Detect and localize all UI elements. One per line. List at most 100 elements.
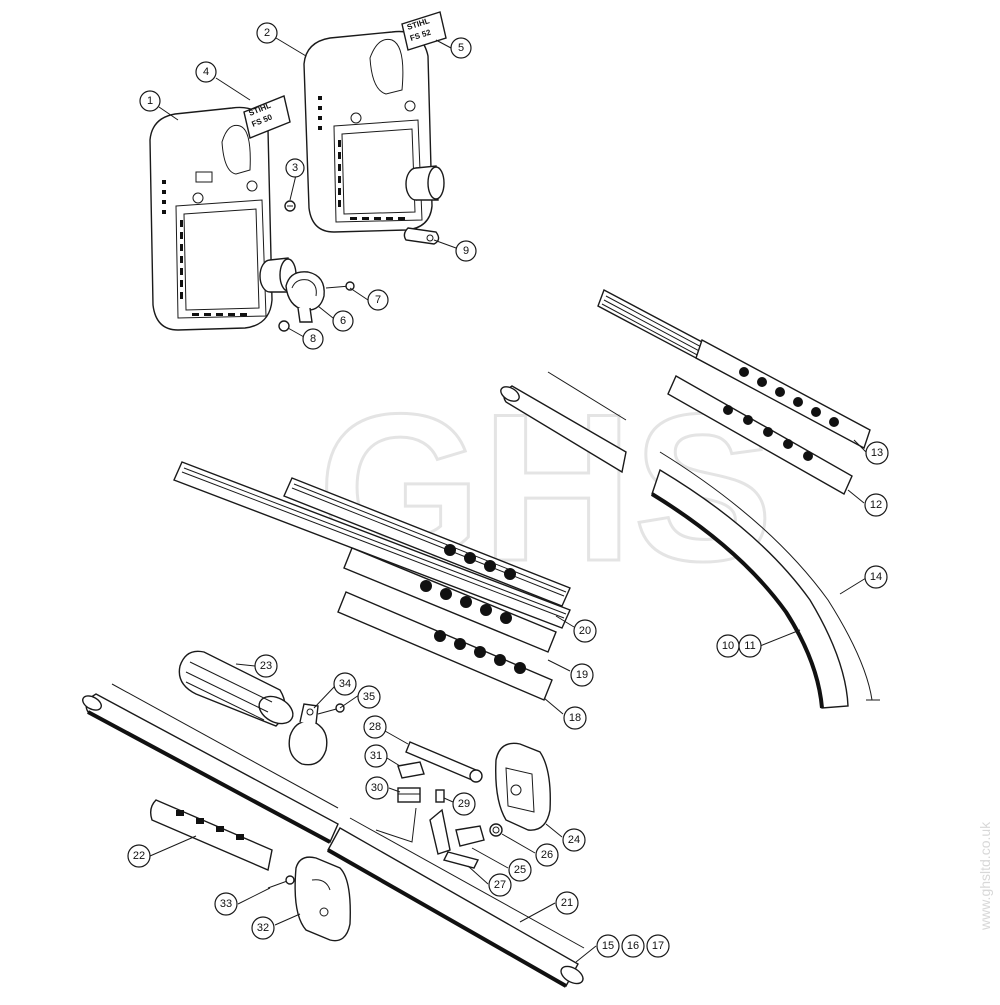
callout-10: 10 xyxy=(716,634,740,658)
svg-text:34: 34 xyxy=(339,678,351,690)
clamp-6 xyxy=(285,271,325,323)
svg-text:23: 23 xyxy=(260,660,272,672)
callout-11: 11 xyxy=(738,634,762,658)
svg-text:19: 19 xyxy=(576,669,588,681)
callout-18: 18 xyxy=(563,706,587,730)
decal-strip-mid xyxy=(283,477,571,607)
svg-text:7: 7 xyxy=(375,294,381,306)
handle-cover-22 xyxy=(149,799,273,871)
straight-drive-tube xyxy=(82,683,585,988)
nut-8 xyxy=(278,320,290,332)
callout-8: 8 xyxy=(302,328,324,350)
corner-watermark: www.ghsltd.co.uk xyxy=(977,821,993,931)
callout-9: 9 xyxy=(455,240,477,262)
svg-text:24: 24 xyxy=(568,834,580,846)
callout-33: 33 xyxy=(214,892,238,916)
decal-strip-20 xyxy=(173,461,571,629)
decal-strip-warning-icons xyxy=(695,338,871,450)
callout-15: 15 xyxy=(596,934,620,958)
screw-3 xyxy=(284,200,296,212)
svg-text:9: 9 xyxy=(463,245,469,257)
svg-text:26: 26 xyxy=(541,849,553,861)
callout-6: 6 xyxy=(332,310,354,332)
svg-text:4: 4 xyxy=(203,66,209,78)
switch-30 xyxy=(397,787,421,803)
callout-31: 31 xyxy=(364,744,388,768)
svg-text:16: 16 xyxy=(627,940,639,952)
handle-clamp-34 xyxy=(288,703,328,766)
svg-text:10: 10 xyxy=(722,640,734,652)
svg-text:33: 33 xyxy=(220,898,232,910)
svg-text:13: 13 xyxy=(871,447,883,459)
callout-5: 5 xyxy=(450,37,472,59)
clip-9 xyxy=(403,227,440,245)
screw-7 xyxy=(325,281,355,291)
svg-text:8: 8 xyxy=(310,333,316,345)
ground-wire xyxy=(375,807,417,843)
callout-35: 35 xyxy=(357,685,381,709)
callout-17: 17 xyxy=(646,934,670,958)
svg-text:29: 29 xyxy=(458,798,470,810)
engine-housing-fs50 xyxy=(149,106,297,331)
callout-19: 19 xyxy=(570,663,594,687)
callout-23: 23 xyxy=(254,654,278,678)
svg-text:11: 11 xyxy=(744,640,755,652)
svg-text:31: 31 xyxy=(370,750,382,762)
callout-7: 7 xyxy=(367,289,389,311)
callout-29: 29 xyxy=(452,792,476,816)
callout-20: 20 xyxy=(573,619,597,643)
svg-text:6: 6 xyxy=(340,315,346,327)
decal-label-fs50: STIHL FS 50 xyxy=(243,95,291,139)
handle-housing-32 xyxy=(294,856,351,942)
callout-2: 2 xyxy=(256,22,278,44)
callout-4: 4 xyxy=(195,61,217,83)
svg-text:3: 3 xyxy=(292,162,298,174)
callout-24: 24 xyxy=(562,828,586,852)
spring-26 xyxy=(489,823,503,837)
spring-29 xyxy=(435,789,445,803)
decal-strip-19 xyxy=(343,547,557,653)
throttle-trigger-25 xyxy=(429,808,485,855)
interlock-lever-27 xyxy=(442,851,480,869)
decal-strip-18 xyxy=(337,591,553,701)
bent-drive-tube xyxy=(500,371,880,709)
decal-label-fs52: STIHL FS 52 xyxy=(401,11,447,51)
screw-35 xyxy=(317,703,345,715)
svg-text:2: 2 xyxy=(264,27,270,39)
svg-text:5: 5 xyxy=(458,42,464,54)
callout-26: 26 xyxy=(535,843,559,867)
svg-text:20: 20 xyxy=(579,625,591,637)
callout-13: 13 xyxy=(865,441,889,465)
callout-34: 34 xyxy=(333,672,357,696)
svg-text:35: 35 xyxy=(363,691,375,703)
svg-text:1: 1 xyxy=(147,95,153,107)
callout-27: 27 xyxy=(488,873,512,897)
svg-text:27: 27 xyxy=(494,879,506,891)
callout-30: 30 xyxy=(365,776,389,800)
svg-text:28: 28 xyxy=(369,721,381,733)
callout-1: 1 xyxy=(139,90,161,112)
decal-strip-12 xyxy=(667,375,853,495)
callout-21: 21 xyxy=(555,891,579,915)
svg-text:32: 32 xyxy=(257,922,269,934)
throttle-rod-28 xyxy=(405,741,483,783)
contact-31 xyxy=(397,761,425,779)
svg-text:30: 30 xyxy=(371,782,383,794)
foam-grip-23 xyxy=(178,650,294,727)
callout-32: 32 xyxy=(251,916,275,940)
callout-12: 12 xyxy=(864,493,888,517)
svg-text:21: 21 xyxy=(561,897,573,909)
svg-text:25: 25 xyxy=(514,864,526,876)
leader-lines xyxy=(149,37,867,963)
svg-text:14: 14 xyxy=(870,571,882,583)
callout-3: 3 xyxy=(285,158,305,178)
svg-text:17: 17 xyxy=(652,940,664,952)
svg-text:12: 12 xyxy=(870,499,882,511)
callout-28: 28 xyxy=(363,715,387,739)
callout-16: 16 xyxy=(621,934,645,958)
svg-text:15: 15 xyxy=(602,940,614,952)
callout-14: 14 xyxy=(864,565,888,589)
callout-22: 22 xyxy=(127,844,151,868)
